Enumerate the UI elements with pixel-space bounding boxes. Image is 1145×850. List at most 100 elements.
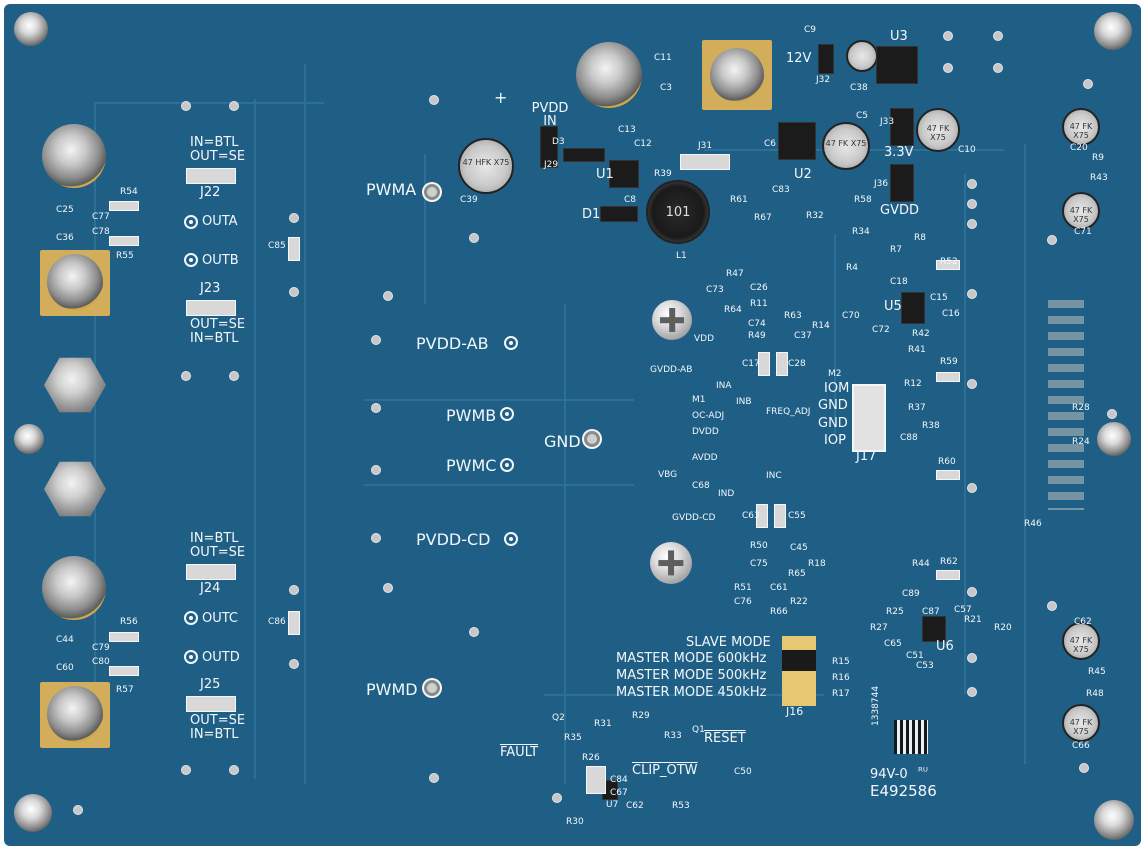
ul-mark: ᴿᵁ: [918, 765, 928, 778]
refdes-r60: R60: [938, 457, 956, 467]
label-vdd: VDD: [694, 334, 715, 344]
testpoint-pwma[interactable]: [424, 184, 440, 200]
refdes-r22: R22: [790, 597, 808, 607]
refdes-c39: C39: [460, 195, 478, 205]
copper-trace: [834, 234, 836, 434]
refdes-c83: C83: [772, 185, 790, 195]
refdes-r41: R41: [908, 345, 926, 355]
refdes-r25: R25: [886, 607, 904, 617]
refdes-u1: U1: [596, 167, 614, 182]
refdes-c74: C74: [748, 319, 766, 329]
label-in-btl-4: IN=BTL: [190, 727, 239, 742]
refdes-c68: C68: [692, 481, 710, 491]
refdes-c55: C55: [788, 511, 806, 521]
via: [968, 484, 976, 492]
refdes-r11: R11: [750, 299, 768, 309]
refdes-c15: C15: [930, 293, 948, 303]
via: [968, 380, 976, 388]
refdes-u5: U5: [884, 299, 902, 314]
testpoint-pvdd-ab[interactable]: [504, 336, 518, 350]
testpoint-outd[interactable]: [184, 650, 198, 664]
via: [944, 32, 952, 40]
testpoint-pwmc[interactable]: [500, 458, 514, 472]
via: [968, 688, 976, 696]
via: [290, 660, 298, 668]
via: [1048, 602, 1056, 610]
refdes-r9: R9: [1092, 153, 1104, 163]
electrolytic-cap-c5: 47 FK X75: [822, 122, 870, 170]
jumper-j25[interactable]: [186, 696, 236, 712]
refdes-r29: R29: [632, 711, 650, 721]
ul-file-number: E492586: [870, 782, 937, 800]
jumper-j22[interactable]: [186, 168, 236, 184]
refdes-r24: R24: [1072, 437, 1090, 447]
refdes-r59: R59: [940, 357, 958, 367]
testpoint-outc[interactable]: [184, 611, 198, 625]
testpoint-pwmd[interactable]: [424, 680, 440, 696]
via: [182, 766, 190, 774]
refdes-r51: R51: [734, 583, 752, 593]
label-slave-mode: SLAVE MODE: [686, 635, 771, 650]
copper-trace: [544, 694, 824, 696]
heatsink-screw: [652, 300, 692, 340]
copper-trace: [564, 304, 566, 784]
ic-u6: [922, 616, 946, 642]
label-out-se-2: OUT=SE: [190, 317, 246, 332]
refdes-r27: R27: [870, 623, 888, 633]
via: [968, 200, 976, 208]
jumper-j16[interactable]: [782, 636, 816, 706]
smd-part: [936, 372, 960, 382]
refdes-r47: R47: [726, 269, 744, 279]
refdes-c57: C57: [954, 605, 972, 615]
label-pwmd: PWMD: [366, 680, 418, 699]
label-j23: J23: [200, 281, 221, 296]
via: [968, 180, 976, 188]
refdes-c73: C73: [706, 285, 724, 295]
via: [372, 534, 380, 542]
testpoint-pvdd-cd[interactable]: [504, 532, 518, 546]
testpoint-outa[interactable]: [184, 215, 198, 229]
jumper-j24[interactable]: [186, 564, 236, 580]
electrolytic-cap: 47 FK X75: [1062, 704, 1100, 742]
testpoint-gnd[interactable]: [584, 431, 600, 447]
testpoint-pwmb[interactable]: [500, 407, 514, 421]
label-outb: OUTB: [202, 253, 239, 268]
refdes-c78: C78: [92, 227, 110, 237]
refdes-r12: R12: [904, 379, 922, 389]
via: [230, 102, 238, 110]
refdes-r50: R50: [750, 541, 768, 551]
label-j16: J16: [786, 705, 804, 718]
label-j24: J24: [200, 581, 221, 596]
refdes-c11: C11: [654, 53, 672, 63]
refdes-r32: R32: [806, 211, 824, 221]
refdes-r61: R61: [730, 195, 748, 205]
qr-code: [894, 720, 928, 754]
smd-part: [936, 260, 960, 270]
refdes-c87: C87: [922, 607, 940, 617]
refdes-c86: C86: [268, 617, 286, 627]
jumper-j23[interactable]: [186, 300, 236, 316]
label-in-btl-3: IN=BTL: [190, 531, 239, 546]
label-j17: J17: [856, 449, 877, 464]
copper-trace: [304, 64, 306, 784]
refdes-r62: R62: [940, 557, 958, 567]
refdes-c28: C28: [788, 359, 806, 369]
refdes-c66: C66: [1072, 741, 1090, 751]
refdes-c60: C60: [56, 663, 74, 673]
mounting-hole: [14, 794, 52, 832]
flammability-rating: 94V-0: [870, 767, 908, 782]
refdes-c89: C89: [902, 589, 920, 599]
refdes-c45: C45: [790, 543, 808, 553]
refdes-r18: R18: [808, 559, 826, 569]
refdes-c1: C8: [624, 195, 637, 205]
smd-part: [776, 352, 788, 376]
refdes-r63: R63: [784, 311, 802, 321]
refdes-r20: R20: [994, 623, 1012, 633]
serial-number: 1338744: [871, 685, 881, 726]
testpoint-outb[interactable]: [184, 253, 198, 267]
refdes-r21: R21: [964, 615, 982, 625]
refdes-c16: C16: [942, 309, 960, 319]
refdes-l1: L1: [676, 251, 687, 261]
jumper-j31[interactable]: [680, 154, 730, 170]
refdes-c77: C77: [92, 212, 110, 222]
